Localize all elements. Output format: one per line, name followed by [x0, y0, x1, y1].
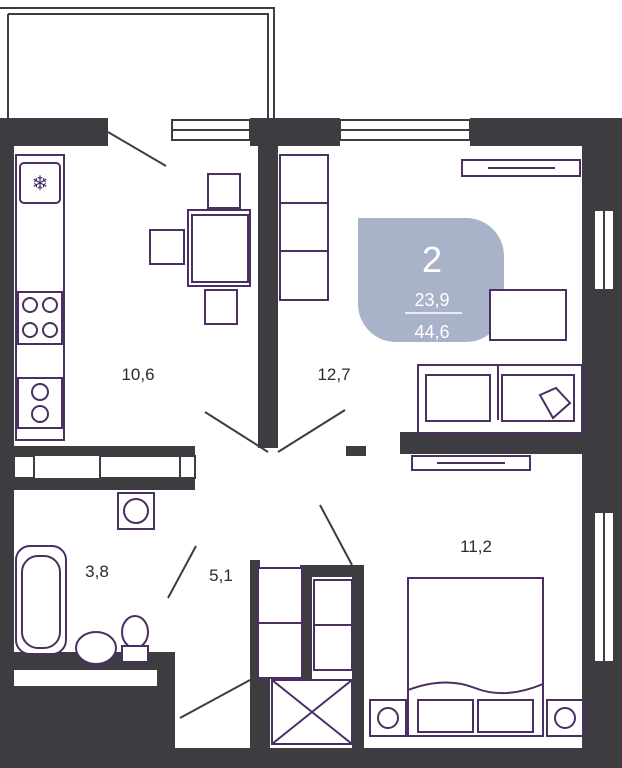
washing-machine — [117, 492, 155, 530]
door-swings — [107, 131, 353, 719]
dining-table — [149, 173, 251, 325]
washbasin — [75, 631, 117, 665]
bedroom-tv-unit — [411, 455, 531, 471]
rooms-badge — [358, 218, 504, 342]
living-room-area: 12,7 — [317, 365, 350, 384]
coffee-table — [489, 289, 567, 341]
interior-walls — [0, 118, 602, 768]
toilet — [121, 615, 149, 663]
kitchen-area: 10,6 — [121, 365, 154, 384]
hallway-closets — [257, 567, 353, 745]
wardrobe — [279, 154, 329, 301]
tv-unit — [461, 159, 581, 177]
cooktop — [17, 291, 63, 345]
svg-text:❄: ❄ — [32, 173, 49, 195]
bed — [369, 577, 584, 737]
living-area: 23,9 — [414, 290, 449, 310]
total-area: 44,6 — [414, 322, 449, 342]
sofa — [417, 364, 583, 434]
windows — [13, 119, 615, 663]
balcony — [0, 7, 275, 120]
bathtub — [15, 545, 67, 655]
bathroom-area: 3,8 — [85, 562, 109, 581]
bedroom-area: 11,2 — [460, 537, 492, 556]
hallway-area: 5,1 — [209, 566, 233, 585]
kitchen-sink — [17, 377, 63, 429]
rooms-count: 2 — [422, 239, 442, 280]
